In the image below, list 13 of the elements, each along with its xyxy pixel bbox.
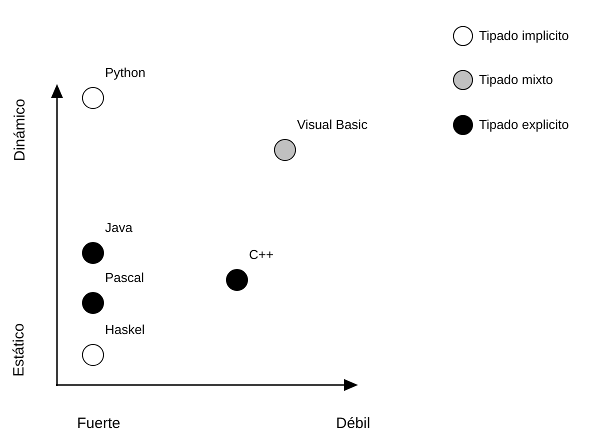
axis-label: Dinámico — [12, 98, 28, 162]
legend-label: Tipado implicito — [479, 29, 569, 42]
legend-label: Tipado mixto — [479, 73, 553, 86]
axis-label: Débil — [336, 416, 370, 431]
language-label: Java — [105, 221, 132, 234]
language-label: C++ — [249, 248, 274, 261]
axis-label: Fuerte — [77, 416, 120, 431]
axis-label: Estático — [12, 323, 26, 377]
language-label: Haskel — [105, 323, 145, 336]
language-label: Pascal — [105, 271, 144, 284]
language-label: Visual Basic — [297, 118, 368, 131]
legend-label: Tipado explicito — [479, 118, 569, 131]
language-label: Python — [105, 66, 146, 79]
